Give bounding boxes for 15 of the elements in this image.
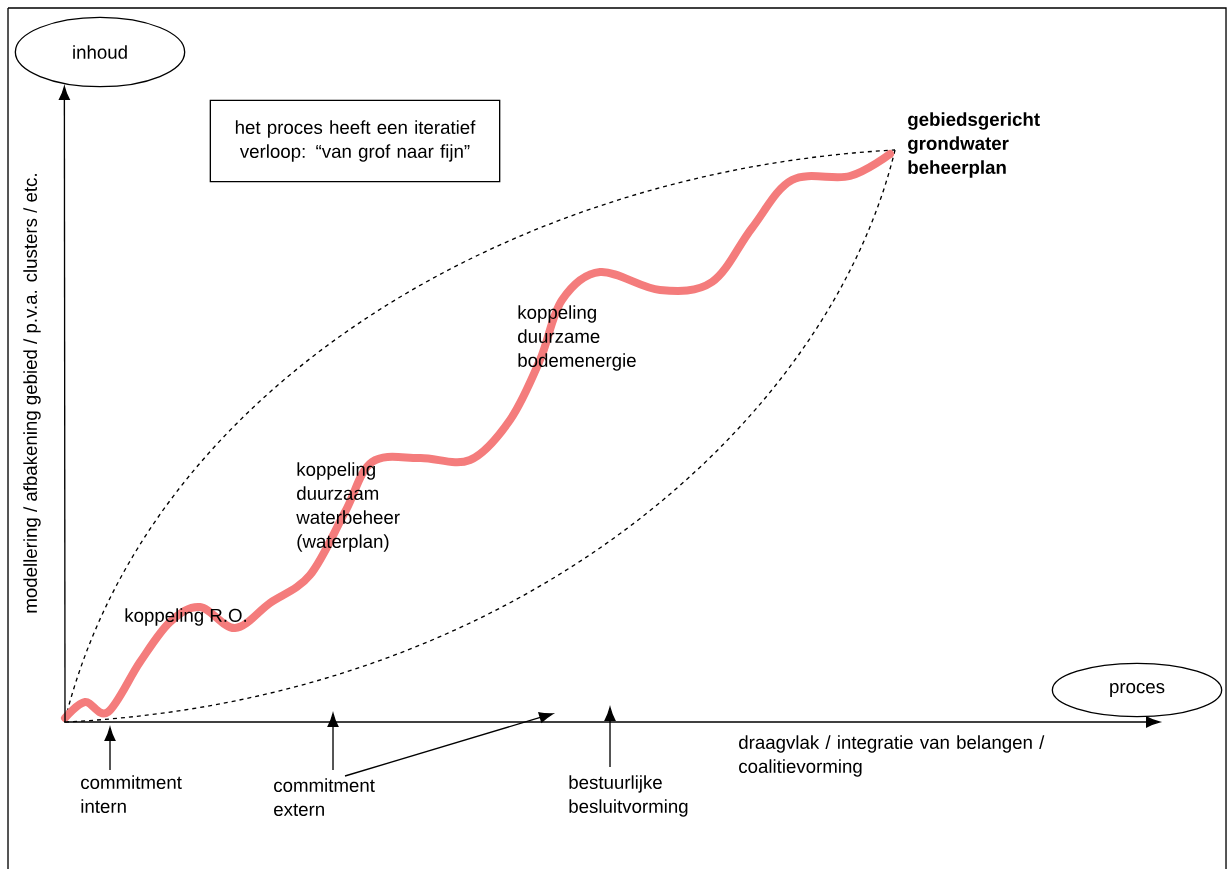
milestone-label: bestuurlijke besluitvorming	[569, 775, 688, 817]
milestone-label: gebiedsgericht grondwater beheerplan	[908, 112, 1040, 178]
phase-label: koppeling duurzaam waterbeheer (waterplan)	[296, 462, 400, 552]
arrow	[327, 713, 339, 771]
phase-label: koppeling R.O.	[125, 608, 246, 626]
axis-label: draagvlak / integratie van belangen / coalitievorming	[739, 735, 1045, 777]
milestone-label: commitment extern	[274, 778, 375, 816]
arrow	[104, 727, 116, 771]
milestone-label: commitment intern	[81, 775, 182, 813]
arrow	[344, 712, 554, 777]
phase-label: koppeling duurzame bodemenergie	[518, 305, 636, 371]
arrow	[604, 707, 616, 768]
axis-label: modellering / afbakening gebied / p.v.a. clusters / etc.	[23, 174, 41, 613]
arrow	[58, 86, 70, 723]
note-box: het proces heeft een iteratief verloop: “van grof naar fijn”	[209, 99, 501, 183]
